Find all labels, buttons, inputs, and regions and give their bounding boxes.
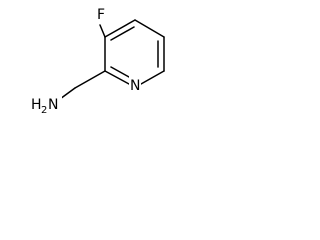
amine-n-label: N: [48, 97, 58, 113]
bond-n1-c2: [104, 70, 130, 85]
pyridine-nitrogen-label: N: [130, 78, 140, 94]
bond-c4-c5: [134, 19, 165, 38]
chemical-structure: F N H 2 N: [30, 6, 165, 116]
bond-c3-f: [99, 24, 106, 38]
amine-h-label: H: [31, 97, 42, 113]
bond-c6-n1: [140, 70, 165, 85]
bond-c3-c4: [104, 19, 136, 38]
fluorine-atom-label: F: [97, 7, 105, 23]
bond-ch2-nh2: [59, 87, 76, 100]
double-bond-c3-c4: [110, 26, 135, 41]
double-bond-n1-c2: [110, 66, 130, 78]
amine-subscript-label: 2: [41, 105, 47, 116]
bond-c2-ch2: [74, 70, 106, 89]
